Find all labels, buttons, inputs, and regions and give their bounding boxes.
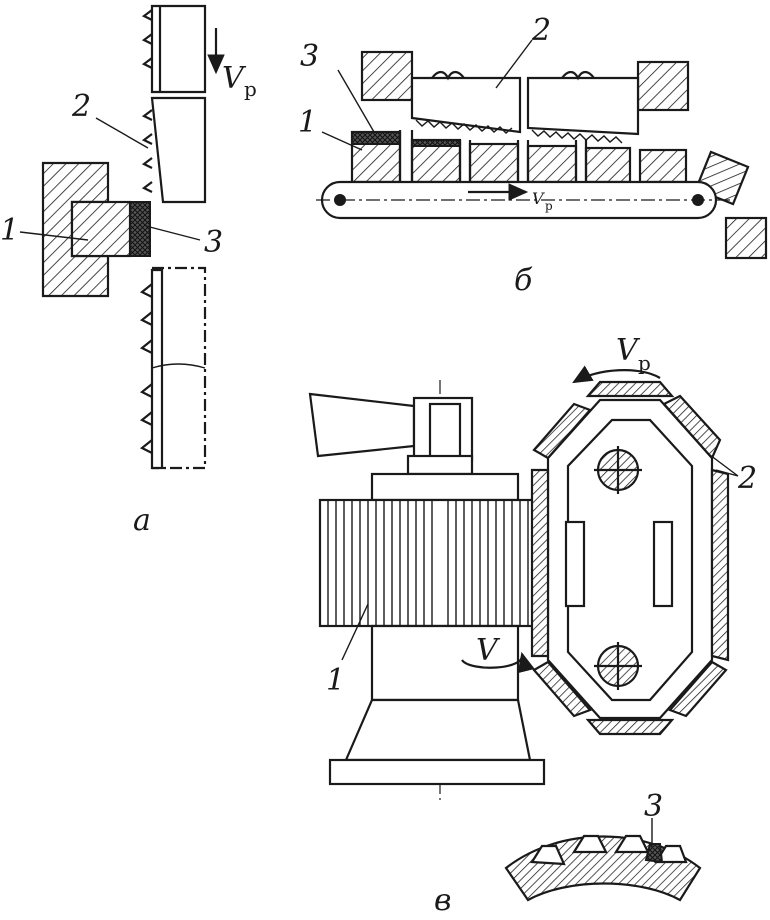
panel-c-label-2: 2 xyxy=(737,461,757,496)
panel-b-conveyor xyxy=(316,180,730,220)
panel-b: V р 3 1 2 б xyxy=(298,13,768,298)
panel-b-leader-2 xyxy=(495,39,533,89)
panel-b-stop-left xyxy=(360,50,414,102)
panel-c-workpiece xyxy=(318,498,550,628)
panel-c-taper xyxy=(344,698,532,762)
panel-b-label-3: 3 xyxy=(300,39,319,74)
panel-b-label-1: 1 xyxy=(298,105,317,140)
panel-a: V р 2 1 3 а xyxy=(0,4,257,538)
panel-b-velocity-subscript: р xyxy=(545,199,553,213)
panel-a-workpiece xyxy=(70,200,132,258)
panel-a-label-3: 3 xyxy=(204,225,223,260)
panel-c-coating-detail xyxy=(504,834,702,902)
panel-c-rotation-arrow xyxy=(461,651,535,674)
panel-a-coating xyxy=(129,201,151,257)
panel-c-leader-2 xyxy=(705,451,739,477)
panel-a-grinding-bar-lower xyxy=(139,266,207,470)
panel-b-velocity-symbol: V xyxy=(532,189,545,208)
panel-a-leader-1 xyxy=(19,231,89,241)
panel-a-grinding-bar-upper xyxy=(141,4,207,204)
panel-c-chain-velocity-arrow xyxy=(572,365,661,384)
panel-a-caption: а xyxy=(133,503,151,538)
panel-a-leader-3 xyxy=(145,225,201,241)
panel-c-label-3: 3 xyxy=(644,789,663,824)
panel-b-grinding-bars xyxy=(410,70,640,144)
panel-a-label-2: 2 xyxy=(71,89,91,124)
panel-a-label-1: 1 xyxy=(0,213,19,248)
panel-b-leader-3 xyxy=(337,69,375,133)
panel-c-clamp xyxy=(308,392,474,476)
panel-a-leader-2 xyxy=(95,117,149,149)
panel-c-base xyxy=(328,758,546,786)
panel-c-rotation-symbol: V xyxy=(476,633,501,668)
panel-b-caption: б xyxy=(514,263,533,298)
panel-c-chain-velocity-symbol: V xyxy=(616,333,641,368)
panel-c-caption: в xyxy=(434,883,451,918)
panel-c-chain-velocity-subscript: р xyxy=(638,351,651,375)
panel-a-velocity-symbol: V xyxy=(222,61,247,96)
panel-b-label-2: 2 xyxy=(531,13,551,48)
panel-c: V 2 V xyxy=(308,333,757,918)
panel-b-stop-right xyxy=(636,60,690,112)
panel-c-label-1: 1 xyxy=(326,663,345,698)
panel-a-velocity-subscript: р xyxy=(244,77,257,101)
panel-c-collar xyxy=(370,472,520,502)
panel-b-separators xyxy=(398,130,588,182)
panel-c-leader-1 xyxy=(341,603,369,661)
panel-c-grinding-chain xyxy=(530,380,730,736)
panel-b-leader-1 xyxy=(321,131,363,151)
